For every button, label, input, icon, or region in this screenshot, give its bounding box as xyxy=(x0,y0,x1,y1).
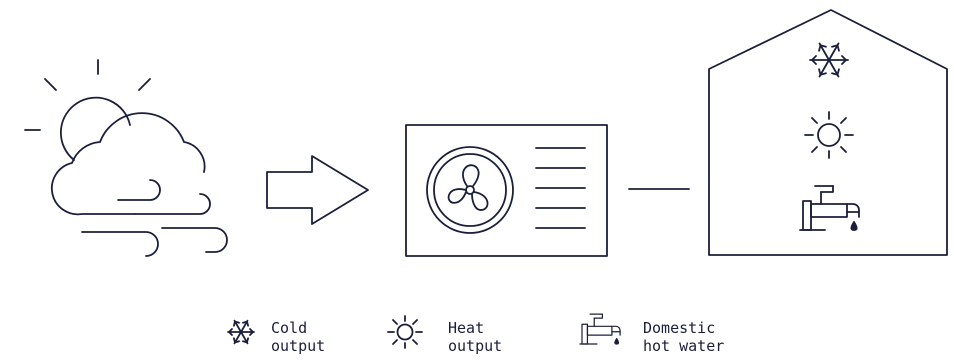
legend-cold-output-label: Cold output xyxy=(271,319,325,355)
legend-cold-line2: output xyxy=(271,337,326,355)
outdoor-heat-pump-unit-icon xyxy=(405,124,608,257)
sun-behind-cloud-with-wind-icon xyxy=(24,59,228,257)
snowflake-icon xyxy=(809,42,849,78)
legend-dhw-line2: hot water xyxy=(643,337,725,355)
legend-heat-line2: output xyxy=(448,337,503,355)
legend-domestic-hot-water-label: Domestic hot water xyxy=(643,319,724,355)
legend-snowflake-icon xyxy=(227,319,255,345)
legend-heat-line1: Heat xyxy=(448,319,485,337)
faucet-icon xyxy=(799,185,860,231)
legend-sun-icon xyxy=(387,315,423,349)
legend-cold-line1: Cold xyxy=(271,319,308,337)
sun-icon xyxy=(804,111,854,159)
fan-icon xyxy=(447,164,489,211)
right-arrow-icon xyxy=(266,155,369,225)
legend-faucet-icon xyxy=(579,313,621,345)
legend-dhw-line1: Domestic xyxy=(643,319,716,337)
legend-heat-output-label: Heat output xyxy=(448,319,502,355)
house-outline-icon xyxy=(708,9,948,256)
